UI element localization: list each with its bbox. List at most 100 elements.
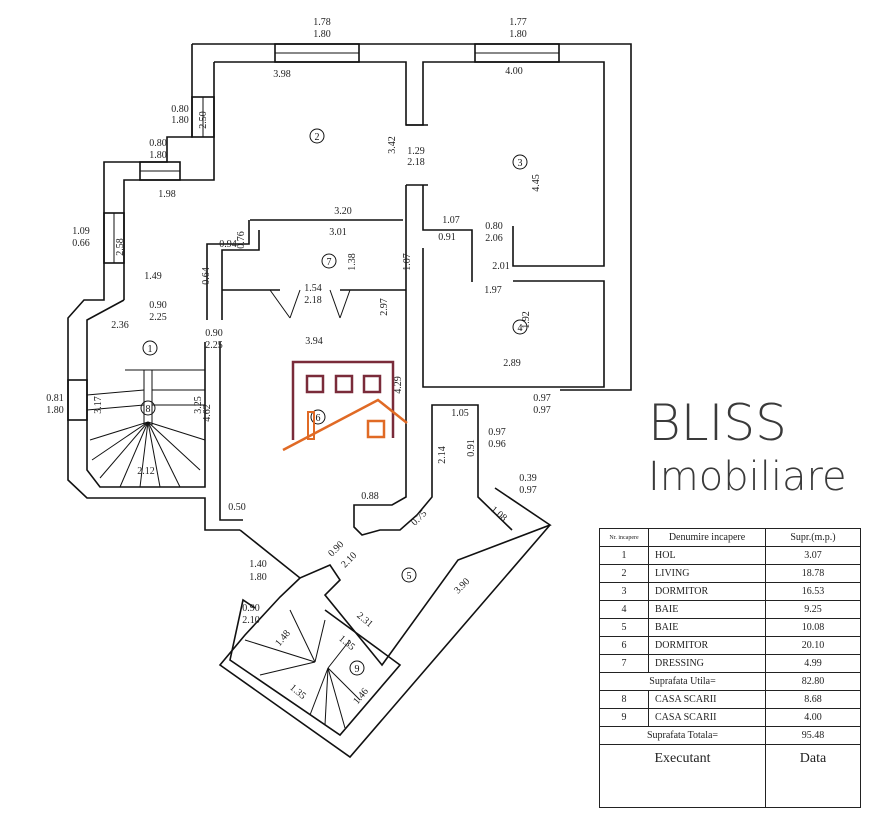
- room-areas-table: Nr. incapere Denumire incapere Supr.(m.p…: [599, 528, 861, 808]
- svg-text:0.50: 0.50: [228, 502, 246, 513]
- svg-text:8: 8: [146, 404, 151, 415]
- svg-text:0.90: 0.90: [242, 603, 260, 614]
- svg-text:1.80: 1.80: [171, 115, 189, 126]
- svg-text:2: 2: [315, 132, 320, 143]
- cell-name: HOL: [648, 546, 766, 565]
- svg-text:2.01: 2.01: [492, 261, 510, 272]
- svg-text:2.25: 2.25: [205, 340, 223, 351]
- svg-text:1.80: 1.80: [46, 405, 64, 416]
- table-header: Nr. incapere Denumire incapere Supr.(m.p…: [599, 528, 861, 547]
- svg-text:2.50: 2.50: [198, 111, 209, 129]
- svg-text:0.80: 0.80: [485, 221, 503, 232]
- cell-area: 3.07: [765, 546, 861, 565]
- svg-text:1.80: 1.80: [249, 572, 267, 583]
- svg-text:0.76: 0.76: [236, 231, 247, 249]
- svg-text:2.12: 2.12: [137, 466, 155, 477]
- room-4-marker: 4: [512, 319, 528, 335]
- svg-text:1: 1: [148, 344, 153, 355]
- room-2-marker: 2: [309, 128, 325, 144]
- cell-nr: 2: [599, 564, 649, 583]
- cell-name: BAIE: [648, 618, 766, 637]
- svg-text:1.29: 1.29: [407, 146, 425, 157]
- date-label: Data: [765, 744, 861, 808]
- svg-text:0.97: 0.97: [519, 485, 537, 496]
- svg-text:2.25: 2.25: [149, 312, 167, 323]
- room-7-marker: 7: [321, 253, 337, 269]
- svg-text:0.97: 0.97: [533, 393, 551, 404]
- cell-nr: 8: [599, 690, 649, 709]
- room-6-marker: 6: [310, 409, 326, 425]
- svg-text:4.45: 4.45: [531, 174, 542, 192]
- svg-text:3.20: 3.20: [334, 206, 352, 217]
- cell-nr: 7: [599, 654, 649, 673]
- cell-area: 9.25: [765, 600, 861, 619]
- cell-name: DRESSING: [648, 654, 766, 673]
- svg-text:2.97: 2.97: [379, 298, 390, 316]
- svg-text:0.97: 0.97: [488, 427, 506, 438]
- subtotal-label: Suprafata Utila=: [599, 672, 766, 691]
- svg-text:1.98: 1.98: [158, 189, 176, 200]
- logo-bliss: BLISS: [648, 394, 787, 452]
- svg-text:7: 7: [327, 257, 332, 268]
- walls: [67, 43, 632, 759]
- cell-nr: 1: [599, 546, 649, 565]
- cell-area: 16.53: [765, 582, 861, 601]
- svg-text:3: 3: [518, 158, 523, 169]
- svg-text:2.31: 2.31: [354, 610, 374, 630]
- svg-text:0.91: 0.91: [466, 439, 477, 457]
- room-3-marker: 3: [512, 154, 528, 170]
- header-area: Supr.(m.p.): [765, 528, 861, 547]
- svg-text:4.00: 4.00: [505, 66, 523, 77]
- room-9-marker: 9: [349, 660, 365, 676]
- svg-text:2.18: 2.18: [407, 157, 425, 168]
- cell-nr: 3: [599, 582, 649, 601]
- stair-8: [86, 389, 206, 488]
- svg-text:3.94: 3.94: [305, 336, 323, 347]
- cell-nr: 6: [599, 636, 649, 655]
- svg-text:1.80: 1.80: [313, 29, 331, 40]
- header-name: Denumire incapere: [648, 528, 766, 547]
- svg-text:3.90: 3.90: [452, 576, 472, 596]
- svg-text:1.49: 1.49: [144, 271, 162, 282]
- svg-text:9: 9: [355, 664, 360, 675]
- svg-text:2.89: 2.89: [503, 358, 521, 369]
- svg-text:2.36: 2.36: [111, 320, 129, 331]
- svg-text:1.80: 1.80: [509, 29, 527, 40]
- svg-text:3.01: 3.01: [329, 227, 347, 238]
- svg-text:3.25: 3.25: [193, 396, 204, 414]
- svg-text:1.07: 1.07: [402, 253, 413, 271]
- svg-text:1.78: 1.78: [313, 17, 331, 28]
- cell-name: LIVING: [648, 564, 766, 583]
- cell-area: 10.08: [765, 618, 861, 637]
- svg-text:0.94: 0.94: [219, 239, 237, 250]
- cell-area: 4.99: [765, 654, 861, 673]
- svg-text:2.10: 2.10: [242, 615, 260, 626]
- svg-text:0.81: 0.81: [46, 393, 64, 404]
- svg-text:1.07: 1.07: [442, 215, 460, 226]
- cell-area: 4.00: [765, 708, 861, 727]
- total-row: Suprafata Totala=95.48: [599, 726, 861, 745]
- svg-text:0.90: 0.90: [149, 300, 167, 311]
- svg-text:0.97: 0.97: [533, 405, 551, 416]
- svg-text:0.96: 0.96: [488, 439, 506, 450]
- total-label: Suprafata Totala=: [599, 726, 766, 745]
- svg-text:1.48: 1.48: [273, 628, 293, 648]
- cell-area: 18.78: [765, 564, 861, 583]
- svg-text:4.29: 4.29: [393, 376, 404, 394]
- cell-name: BAIE: [648, 600, 766, 619]
- cell-area: 20.10: [765, 636, 861, 655]
- cell-name: CASA SCARII: [648, 690, 766, 709]
- total-value: 95.48: [765, 726, 861, 745]
- svg-text:3.98: 3.98: [273, 69, 291, 80]
- svg-text:5: 5: [407, 571, 412, 582]
- subtotal-row: Suprafata Utila=82.80: [599, 672, 861, 691]
- header-nr: Nr. incapere: [599, 528, 649, 547]
- cell-nr: 5: [599, 618, 649, 637]
